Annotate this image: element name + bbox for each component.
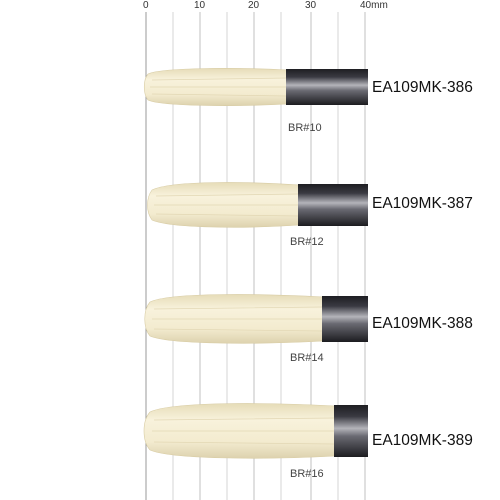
ferrule [334, 405, 368, 457]
brush-image [144, 294, 368, 344]
product-code: EA109MK-386 [372, 79, 473, 96]
tick-label-40: 40mm [360, 0, 388, 11]
brush-image [143, 68, 368, 106]
ferrule [298, 184, 368, 226]
tick-label-20: 20 [248, 0, 260, 11]
product-code: EA109MK-389 [372, 432, 473, 449]
brush-item: BR#12 EA109MK-387 [0, 176, 500, 256]
size-label: BR#10 [288, 122, 322, 134]
size-label: BR#16 [290, 468, 324, 480]
ferrule [286, 69, 368, 105]
size-label: BR#12 [290, 236, 324, 248]
brush-item: BR#14 EA109MK-388 [0, 290, 500, 370]
product-code: EA109MK-387 [372, 195, 473, 212]
brush-image [143, 403, 368, 459]
tick-label-10: 10 [194, 0, 206, 11]
brush-item: BR#10 EA109MK-386 [0, 62, 500, 142]
brush-item: BR#16 EA109MK-389 [0, 400, 500, 490]
ferrule [322, 296, 368, 342]
tick-label-0: 0 [143, 0, 149, 11]
tick-label-30: 30 [305, 0, 317, 11]
brush-image [147, 182, 368, 228]
product-code: EA109MK-388 [372, 315, 473, 332]
size-label: BR#14 [290, 352, 324, 364]
